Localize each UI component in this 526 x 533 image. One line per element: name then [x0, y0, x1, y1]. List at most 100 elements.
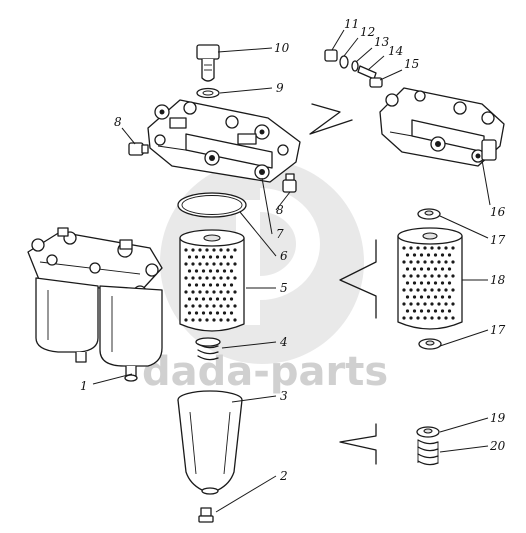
perforation-dot	[219, 318, 223, 322]
perforation-dot	[402, 302, 406, 306]
perforation-dot	[423, 288, 427, 292]
perforation-dot	[212, 290, 216, 294]
perforation-dot	[409, 274, 413, 278]
perforation-dot	[412, 281, 417, 285]
perforation-dot	[409, 246, 413, 250]
perforation-dot	[437, 288, 441, 292]
perforation-dot	[426, 295, 431, 299]
perforation-dot	[416, 316, 420, 320]
perforation-dot	[229, 283, 234, 287]
perforation-dot	[191, 276, 195, 280]
perforation-dot	[233, 262, 237, 266]
callout-15: 15	[404, 57, 419, 71]
perforation-dot	[430, 246, 434, 250]
perforation-dot	[208, 297, 213, 301]
perforation-dot	[191, 304, 195, 308]
callout-7: 7	[276, 227, 284, 241]
perforation-dot	[222, 269, 227, 273]
perforation-dot	[437, 274, 441, 278]
perforation-dot	[416, 274, 420, 278]
perforation-dot	[198, 318, 202, 322]
perforation-dot	[405, 309, 410, 313]
callout-13: 13	[374, 35, 390, 49]
perforation-dot	[222, 255, 227, 259]
perforation-dot	[405, 281, 410, 285]
perforation-dot	[226, 290, 230, 294]
callout-9: 9	[276, 81, 284, 95]
perforation-dot	[412, 295, 417, 299]
perforation-dot	[212, 276, 216, 280]
perforation-dot	[215, 311, 220, 315]
perforation-dot	[433, 253, 438, 257]
perforation-dot	[233, 318, 237, 322]
perforation-dot	[412, 267, 417, 271]
callout-8-right: 8	[276, 203, 284, 217]
callout-5: 5	[280, 281, 288, 295]
drain-screw-part	[198, 507, 214, 523]
perforation-dot	[412, 253, 417, 257]
perforation-dot	[409, 288, 413, 292]
perforation-dot	[402, 260, 406, 264]
perforation-dot	[222, 297, 227, 301]
perforation-dot	[440, 253, 445, 257]
perforation-dot	[412, 309, 417, 313]
perforation-dot	[191, 318, 195, 322]
perforation-dot	[447, 253, 452, 257]
perforation-dot	[194, 283, 199, 287]
perforation-dot	[212, 248, 216, 252]
perforation-dot	[201, 269, 206, 273]
perforation-dot	[419, 267, 424, 271]
perforation-dot	[233, 276, 237, 280]
perforation-dot	[402, 288, 406, 292]
perforation-dot	[419, 253, 424, 257]
perforation-dot	[426, 267, 431, 271]
perforation-dot	[233, 304, 237, 308]
perforation-dot	[444, 274, 448, 278]
perforation-dot	[184, 290, 188, 294]
perforation-dot	[215, 297, 220, 301]
perforation-dot	[426, 281, 431, 285]
perforation-dot	[205, 248, 209, 252]
perforation-dot	[184, 276, 188, 280]
perforation-dot	[205, 290, 209, 294]
gasket-ring-inner	[181, 195, 243, 215]
perforation-dot	[194, 269, 199, 273]
perforation-dot	[433, 267, 438, 271]
perforation-dot	[437, 316, 441, 320]
perforation-dot	[233, 290, 237, 294]
callout-18: 18	[490, 273, 506, 287]
perforation-dot	[184, 248, 188, 252]
perforation-dot	[208, 269, 213, 273]
perforation-dot	[219, 262, 223, 266]
perforation-dot	[430, 288, 434, 292]
perforation-dot	[451, 246, 455, 250]
perforation-dot	[198, 248, 202, 252]
perforation-dot	[215, 283, 220, 287]
perforation-dot	[444, 246, 448, 250]
perforation-dot	[451, 260, 455, 264]
washer-hole	[202, 90, 214, 96]
perforation-dot	[416, 302, 420, 306]
perforation-dot	[437, 246, 441, 250]
callout-4: 4	[279, 335, 288, 349]
watermark-text: dada-parts	[142, 349, 388, 395]
perforation-dot	[226, 276, 230, 280]
perforation-dot	[419, 295, 424, 299]
perforation-dot	[402, 274, 406, 278]
perforation-dot	[187, 311, 192, 315]
perforation-dot	[419, 281, 424, 285]
perforation-dot	[423, 274, 427, 278]
washer-part	[196, 87, 220, 99]
perforation-dot	[430, 274, 434, 278]
perforation-dot	[191, 262, 195, 266]
fitting-parts	[324, 49, 383, 88]
perforation-dot	[226, 248, 230, 252]
perforation-dot	[405, 295, 410, 299]
bolt-part	[196, 44, 220, 82]
perforation-dot	[447, 281, 452, 285]
perforation-dot	[201, 311, 206, 315]
perforation-dot	[187, 297, 192, 301]
perforation-dot	[187, 269, 192, 273]
perforation-dot	[402, 316, 406, 320]
